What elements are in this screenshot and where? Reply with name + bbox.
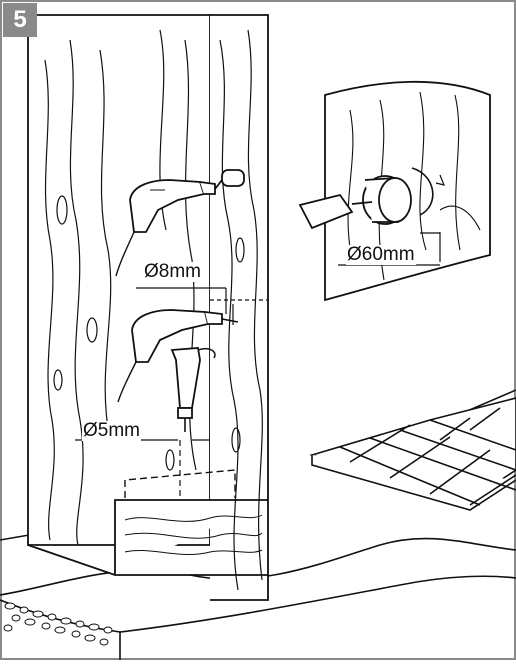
power-drill-icon <box>115 169 245 277</box>
drill-5mm-label: Ø5mm <box>82 420 141 441</box>
drill-8mm-label: Ø8mm <box>143 261 202 282</box>
hole-saw-60mm-label: Ø60mm <box>346 244 416 265</box>
step-number-badge: 5 <box>3 3 37 37</box>
floor-tiles <box>309 397 516 511</box>
wood-panel <box>27 14 269 601</box>
power-drill-icon <box>117 309 239 403</box>
hole-saw-icon <box>298 80 491 302</box>
angle-drill-icon <box>170 347 216 432</box>
floor-slab <box>0 389 516 660</box>
